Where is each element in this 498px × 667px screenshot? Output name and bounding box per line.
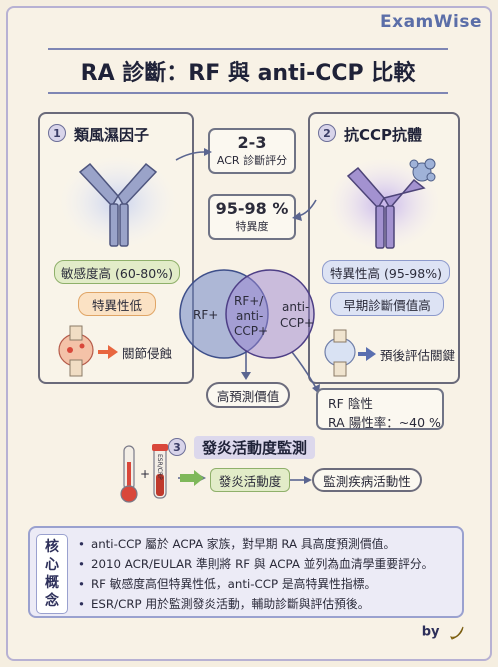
antibody-antigen-icon [328, 158, 440, 250]
inflamed-joint-icon [58, 325, 118, 377]
core-label-char: 概 [45, 575, 59, 591]
rf-specificity-badge: 特異性低 [78, 292, 156, 316]
brand-logo: ExamWise [380, 12, 482, 32]
disease-monitoring-tag: 監測疾病活動性 [312, 468, 422, 492]
core-label-char: 念 [45, 593, 59, 609]
specificity-value: 95-98 % [215, 199, 289, 218]
rf-panel: 1 類風濕因子 敏感度高 (60-80%) 特異性低 關節侵蝕 [38, 112, 194, 384]
venn-mid-label-2: anti- [236, 309, 264, 323]
acr-score-label: ACR 診斷評分 [216, 154, 288, 167]
list-item: ESR/CRP 用於監測發炎活動，輔助診斷與評估預後。 [78, 594, 458, 614]
list-item: 2010 ACR/EULAR 準則將 RF 與 ACPA 並列為血清學重要評分。 [78, 554, 458, 574]
inflammation-activity-badge: 發炎活動度 [210, 468, 290, 492]
banana-icon [450, 626, 464, 640]
section3-title: 發炎活動度監測 [194, 436, 316, 459]
antibody-icon [60, 156, 176, 248]
venn-mid-label-1: RF+/ [234, 294, 264, 308]
early-diagnosis-badge: 早期診斷價值高 [330, 292, 444, 316]
joint-erosion-label: 關節侵蝕 [122, 346, 173, 361]
acr-score-value: 2-3 [237, 133, 267, 152]
venn-mid-label-3: CCP+ [234, 324, 269, 338]
section-number-2: 2 [318, 124, 336, 142]
byline: by [422, 623, 466, 641]
list-item: anti-CCP 屬於 ACPA 家族，對早期 RA 具高度預測價值。 [78, 534, 458, 554]
specificity-box: 95-98 % 特異度 [208, 194, 296, 240]
venn-left-label: RF+ [193, 308, 219, 322]
ra-positive-rate: RA 陽性率：~40 % [328, 415, 441, 430]
high-predictive-value-tag: 高預測價值 [206, 382, 290, 408]
section-number-1: 1 [48, 124, 66, 142]
anti-ccp-circle [225, 269, 315, 359]
arrow-right-icon [98, 345, 118, 359]
page-title: RA 診斷：RF 與 anti-CCP 比較 [48, 48, 448, 94]
rf-negative-label: RF 陰性 [328, 396, 373, 411]
core-concepts-list: anti-CCP 屬於 ACPA 家族，對早期 RA 具高度預測價值。 2010… [78, 534, 458, 614]
healthy-joint-icon [324, 329, 376, 377]
rf-panel-title: 類風濕因子 [74, 126, 150, 144]
core-label-char: 心 [45, 557, 59, 573]
core-label-char: 核 [45, 539, 59, 555]
core-concepts-box: 核 心 概 念 anti-CCP 屬於 ACPA 家族，對早期 RA 具高度預測… [28, 526, 464, 618]
plus-sign: + [140, 467, 151, 481]
rf-sensitivity-badge: 敏感度高 (60-80%) [54, 260, 180, 284]
list-item: RF 敏感度高但特異性低，anti-CCP 是高特異性指標。 [78, 574, 458, 594]
specificity-label: 特異度 [235, 220, 269, 233]
tube-label: ESR/CRP [156, 454, 163, 480]
acr-score-box: 2-3 ACR 診斷評分 [208, 128, 296, 174]
venn-right-label-1: anti- [282, 300, 310, 314]
section-number-3: 3 [168, 438, 186, 456]
venn-right-label-2: CCP+ [280, 316, 315, 330]
anti-ccp-panel-title: 抗CCP抗體 [344, 126, 423, 144]
anti-ccp-specificity-badge: 特異性高 (95-98%) [322, 260, 450, 284]
rf-negative-box: RF 陰性 RA 陽性率：~40 % [316, 388, 444, 430]
thermometer-icon [120, 445, 138, 503]
prognosis-label: 預後評估關鍵 [380, 348, 456, 363]
blood-tube-icon [152, 444, 168, 499]
arrow-right-icon [358, 347, 376, 361]
anti-ccp-panel: 2 抗CCP抗體 特異性高 (95-98%) 早期診斷價值高 預後評估關鍵 [308, 112, 460, 384]
byline-text: by [421, 624, 440, 640]
core-concepts-label: 核 心 概 念 [36, 534, 68, 614]
